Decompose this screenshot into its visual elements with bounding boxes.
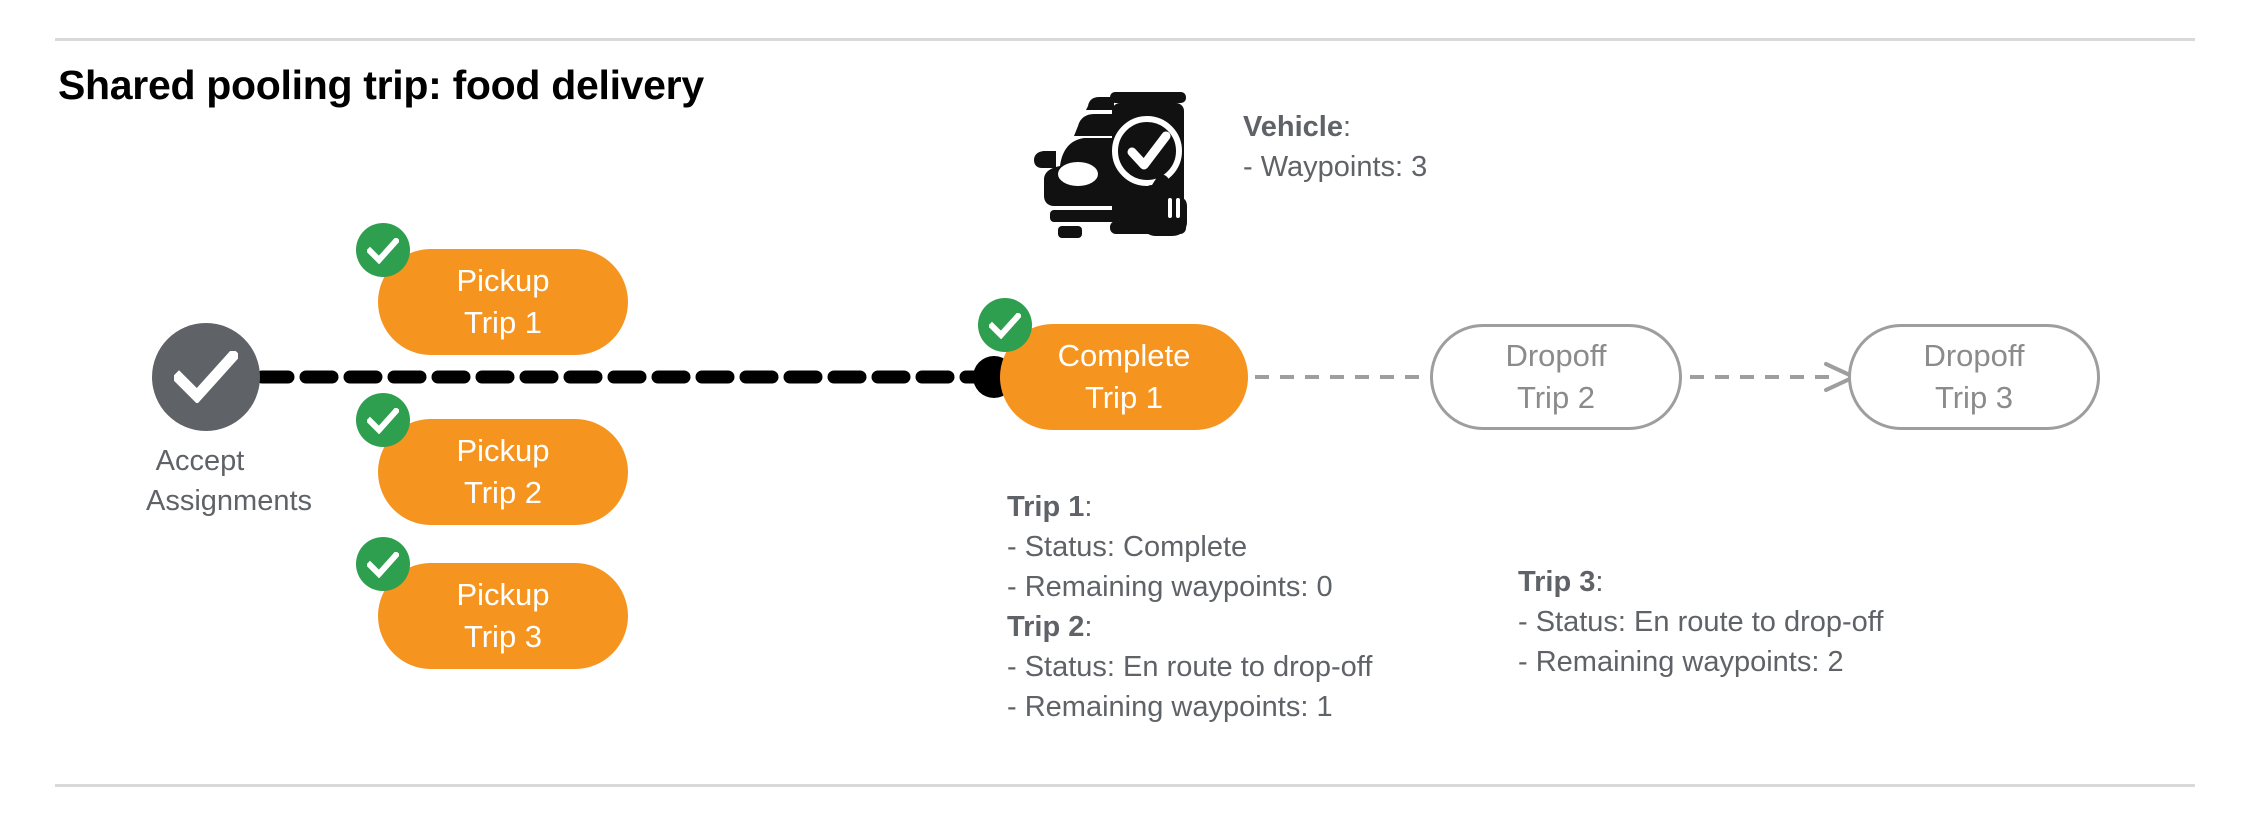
node-label-line2: Trip 2 [463, 475, 543, 510]
node-dropoff-trip-3[interactable]: Dropoff Trip 3 [1848, 324, 2100, 430]
node-label-line1: Dropoff [1505, 338, 1607, 373]
node-pickup-trip-3[interactable]: Pickup Trip 3 [356, 537, 628, 669]
trip3-waypoints: - Remaining waypoints: 2 [1518, 646, 1844, 678]
node-dropoff-trip-2[interactable]: Dropoff Trip 2 [1430, 324, 1682, 430]
check-badge-icon [978, 298, 1032, 352]
bottom-divider [55, 784, 2195, 787]
check-circle-icon [174, 351, 238, 403]
trip3-status: - Status: En route to drop-off [1518, 606, 1884, 638]
node-label-line1: Complete [1057, 338, 1191, 373]
node-label-line1: Pickup [456, 433, 550, 468]
vehicle-info-text: Vehicle: - Waypoints: 3 [1243, 107, 1427, 187]
trip3-heading: Trip 3 [1518, 566, 1596, 598]
node-label-line2: Trip 1 [463, 305, 543, 340]
top-divider [55, 38, 2195, 41]
trip2-waypoints: - Remaining waypoints: 1 [1007, 691, 1333, 723]
node-label-line2: Trip 3 [1934, 380, 2014, 415]
node-label-line2: Trip 1 [1084, 380, 1164, 415]
check-badge-icon [356, 393, 410, 447]
trip-details-left: Trip 1: - Status: Complete - Remaining w… [1007, 487, 1372, 727]
accept-circle [152, 323, 260, 431]
car-phone-check-icon [1034, 92, 1187, 238]
trip1-status: - Status: Complete [1007, 531, 1248, 563]
vehicle-heading: Vehicle [1243, 111, 1343, 143]
node-accept-assignments[interactable]: Accept Assignments [146, 323, 312, 521]
node-label-line1: Pickup [456, 577, 550, 612]
trip1-heading: Trip 1 [1007, 491, 1085, 523]
node-label-line1: Dropoff [1923, 338, 2025, 373]
node-pickup-trip-2[interactable]: Pickup Trip 2 [356, 393, 628, 525]
trip1-waypoints: - Remaining waypoints: 0 [1007, 571, 1333, 603]
trip1-heading-colon: : [1084, 491, 1093, 523]
vehicle-waypoints: - Waypoints: 3 [1243, 151, 1428, 183]
page-title: Shared pooling trip: food delivery [58, 62, 704, 108]
node-complete-trip-1[interactable]: Complete Trip 1 [978, 298, 1248, 430]
trip2-heading: Trip 2 [1007, 611, 1085, 643]
node-pickup-trip-1[interactable]: Pickup Trip 1 [356, 223, 628, 355]
trip2-heading-colon: : [1084, 611, 1093, 643]
trip3-heading-colon: : [1595, 566, 1604, 598]
accept-assignments-label: Accept Assignments [146, 445, 313, 517]
check-badge-icon [356, 223, 410, 277]
trip-details-right: Trip 3: - Status: En route to drop-off -… [1518, 562, 1883, 682]
node-label-line2: Trip 2 [1516, 380, 1596, 415]
vehicle-heading-colon: : [1342, 111, 1352, 143]
check-badge-icon [356, 537, 410, 591]
node-label-line2: Trip 3 [463, 619, 543, 654]
node-label-line1: Pickup [456, 263, 550, 298]
trip2-status: - Status: En route to drop-off [1007, 651, 1373, 683]
